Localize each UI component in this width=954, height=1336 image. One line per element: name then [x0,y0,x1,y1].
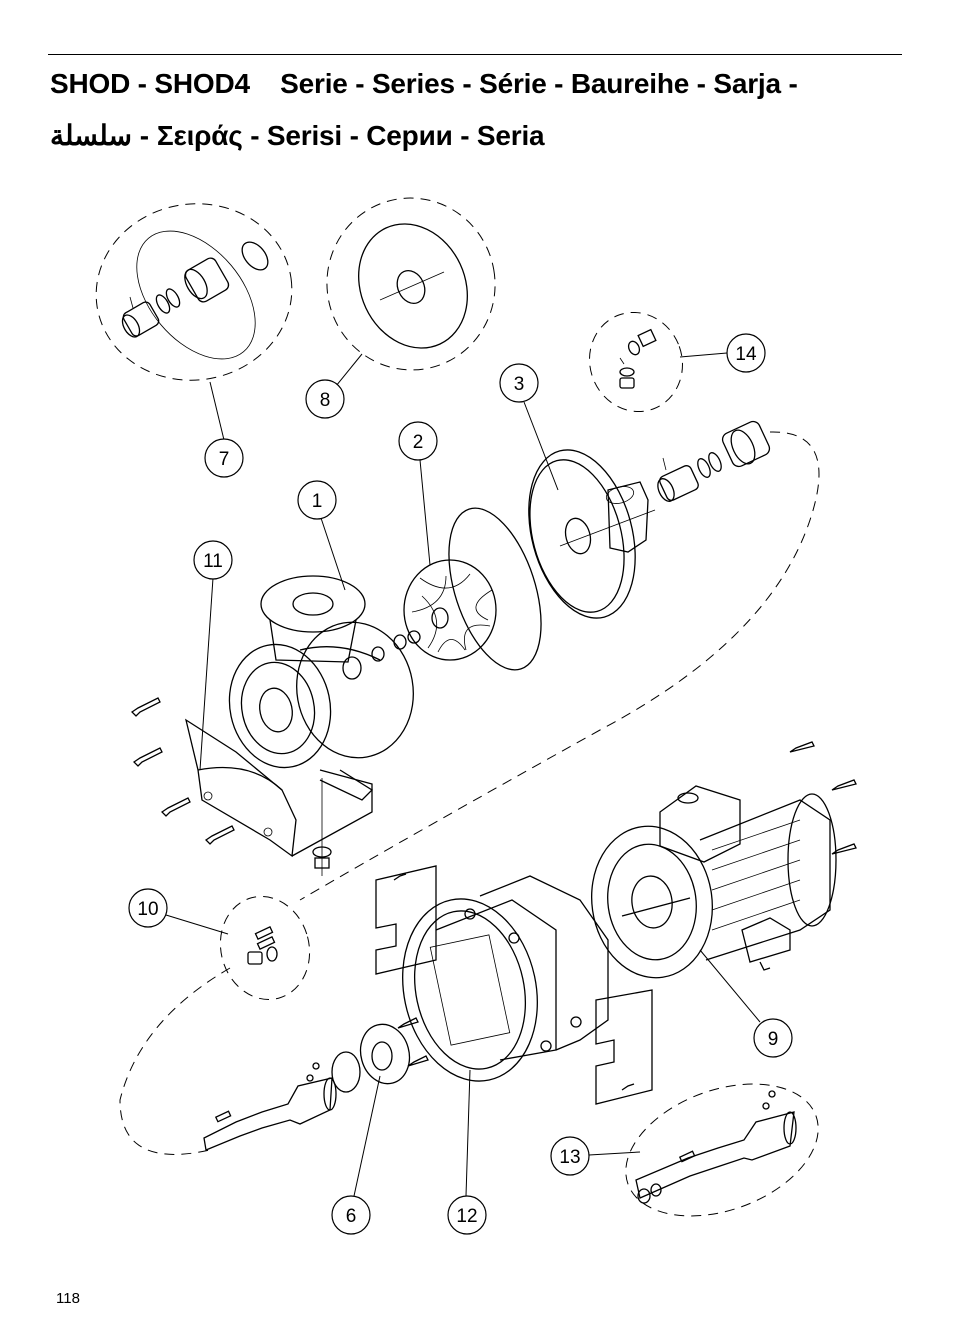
shaft-dash-line [119,967,231,1155]
callout-label: 11 [203,551,223,572]
callout-13: 13 [550,1136,590,1176]
callout-7: 7 [204,438,244,478]
pump-shaft-part [203,1062,337,1151]
callout-label: 1 [312,491,323,512]
connector-dash-line [299,431,820,901]
seal-detail-group [95,203,293,381]
callout-label: 14 [735,344,757,365]
support-foot-part [184,718,373,876]
leader-lines [165,352,761,1197]
callout-12: 12 [447,1195,487,1235]
callout-2: 2 [398,421,438,461]
callout-label: 8 [320,390,331,411]
right-seal-part [657,420,771,502]
callout-1: 1 [297,480,337,520]
motor-part [590,741,857,979]
callout-14: 14 [726,333,766,373]
callout-10: 10 [128,888,168,928]
key-detail-group [219,895,311,1001]
callout-9: 9 [753,1018,793,1058]
alternate-shaft-group [625,1083,819,1217]
header-rule [48,54,902,55]
title-line-1: SHOD - SHOD4 Serie - Series - Série - Ba… [50,68,798,99]
callout-11: 11 [193,540,233,580]
title-arabic: سلسلة [50,120,132,151]
gasket-detail-group [326,197,496,371]
callout-label: 12 [456,1206,477,1227]
callout-label: 10 [137,899,158,920]
impeller-part [393,507,542,671]
casing-bolts [130,697,235,845]
callout-label: 2 [413,432,424,453]
page-title: SHOD - SHOD4 Serie - Series - Série - Ba… [50,58,910,162]
callout-8: 8 [305,379,345,419]
page-number: 118 [56,1290,80,1307]
callout-3: 3 [499,363,539,403]
plug-detail-group [589,311,683,413]
callout-label: 3 [514,374,525,395]
callout-label: 9 [768,1029,779,1050]
seal-plate-part [528,449,656,619]
bracket-cover-plates [375,865,653,1105]
flange-ring-part [331,1017,429,1093]
callout-label: 13 [559,1147,580,1168]
pump-casing-part [228,575,414,801]
lantern-bracket-part [402,875,609,1082]
callout-label: 6 [346,1206,357,1227]
callout-6: 6 [331,1195,371,1235]
callout-label: 7 [219,449,230,470]
title-line-2: - Σειράς - Serisi - Серии - Seria [132,120,545,151]
